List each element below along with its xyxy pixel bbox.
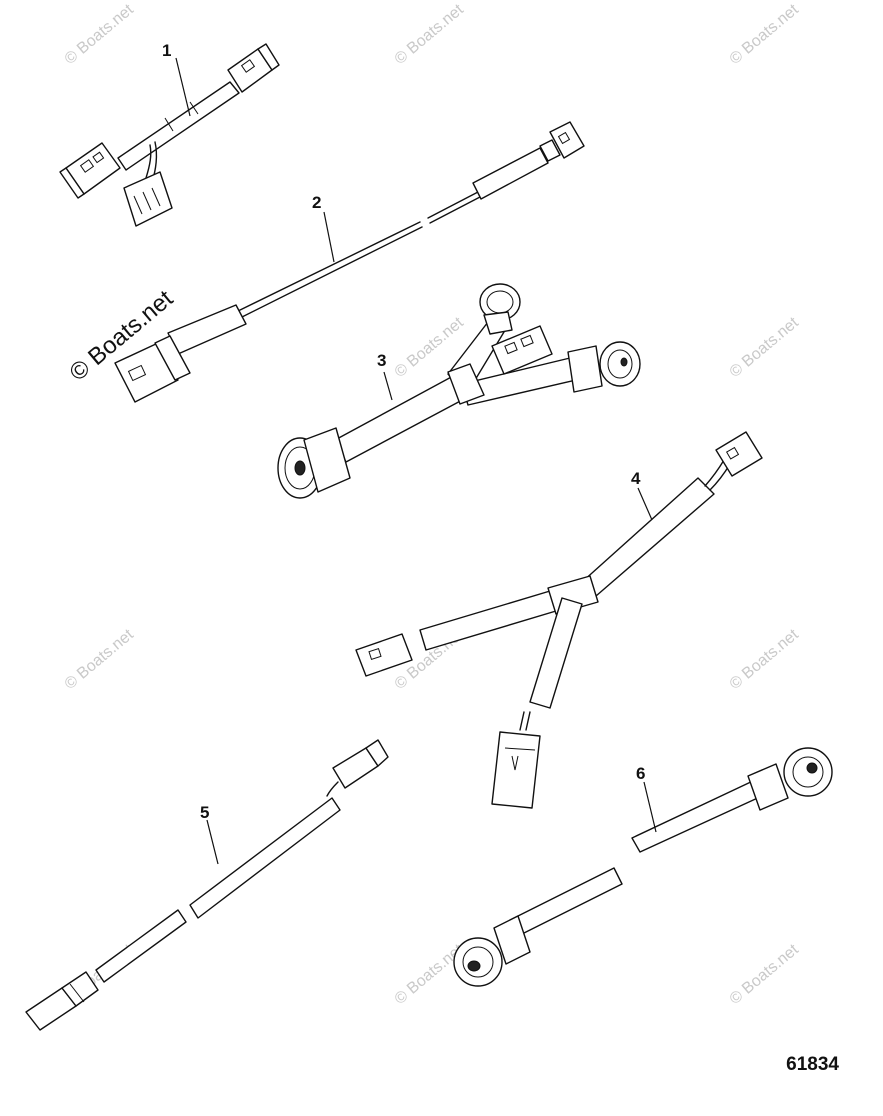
leader-line: [206, 819, 219, 865]
watermark: © Boats.net: [392, 1, 468, 68]
leader-line: [383, 371, 393, 401]
connector: [227, 43, 280, 93]
connector: [355, 633, 413, 677]
connector: [715, 431, 763, 477]
watermark: © Boats.net: [727, 626, 803, 693]
part-4-y-harness: [355, 431, 763, 809]
part-5-cable: [25, 739, 389, 1031]
watermark: © Boats.net: [727, 314, 803, 381]
leader-line: [637, 487, 653, 521]
watermark: © Boats.net: [62, 1, 138, 68]
connector: [59, 142, 121, 199]
callout-4: 4: [631, 469, 641, 488]
connector: [491, 325, 553, 375]
round-connector: [479, 283, 521, 335]
part-1-harness: [59, 43, 280, 227]
callout-5: 5: [200, 803, 209, 822]
connector: [332, 739, 389, 789]
callout-6: 6: [636, 764, 645, 783]
round-connector: [747, 747, 833, 811]
connector: [123, 171, 173, 227]
round-connector: [567, 341, 641, 393]
figure-number: 61834: [786, 1054, 839, 1075]
round-connector: [453, 915, 531, 987]
watermark: © Boats.net: [727, 941, 803, 1008]
connector: [114, 335, 191, 403]
callouts: 1 2 3 4 5 6: [162, 41, 657, 865]
part-2-cable: [114, 121, 585, 403]
callout-2: 2: [312, 193, 321, 212]
watermark: © Boats.net: [392, 941, 468, 1008]
connector: [491, 731, 541, 809]
part-3-y-harness: [277, 283, 641, 499]
watermark: © Boats.net: [62, 626, 138, 693]
connector: [549, 121, 585, 159]
part-6-cable: [453, 747, 833, 987]
callout-1: 1: [162, 41, 171, 60]
leader-line: [323, 211, 335, 263]
leader-line: [175, 57, 191, 117]
round-connector: [277, 427, 351, 499]
leader-line: [643, 781, 657, 833]
connector: [25, 971, 99, 1031]
callout-3: 3: [377, 351, 386, 370]
watermark: © Boats.net: [727, 1, 803, 68]
